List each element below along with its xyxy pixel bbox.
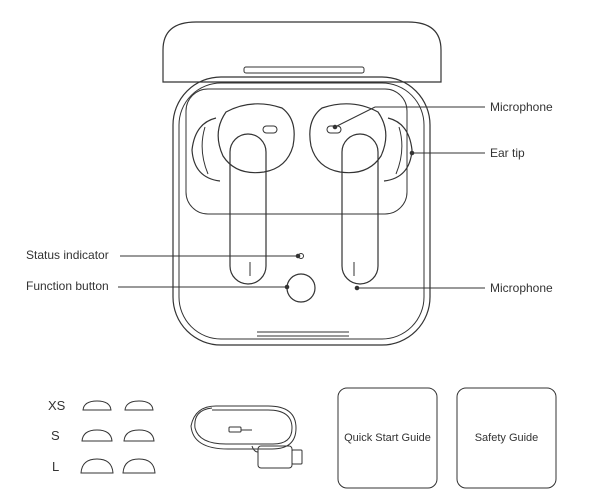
function-button-label: Function button [26,279,109,293]
ear-tip-label: Ear tip [490,146,525,160]
left-earbud-icon [191,103,295,285]
microphone-label-bottom: Microphone [490,281,553,295]
usb-cable-icon [190,405,303,469]
ear-tip-size-l: L [52,459,60,474]
quick-start-guide-card [337,387,438,489]
ear-tip-size-s: S [51,428,60,443]
status-indicator-label: Status indicator [26,248,109,262]
quick-start-guide-label: Quick Start Guide [344,432,431,444]
right-earbud-icon [309,103,413,285]
microphone-label-top: Microphone [490,100,553,114]
ear-tip-size-xs: XS [48,398,66,413]
function-button-icon [286,273,316,303]
ear-tips-icon [80,400,156,474]
safety-guide-card [456,387,557,489]
charging-case-icon [162,21,442,346]
safety-guide-label: Safety Guide [474,432,539,444]
callout-lines [118,106,485,291]
